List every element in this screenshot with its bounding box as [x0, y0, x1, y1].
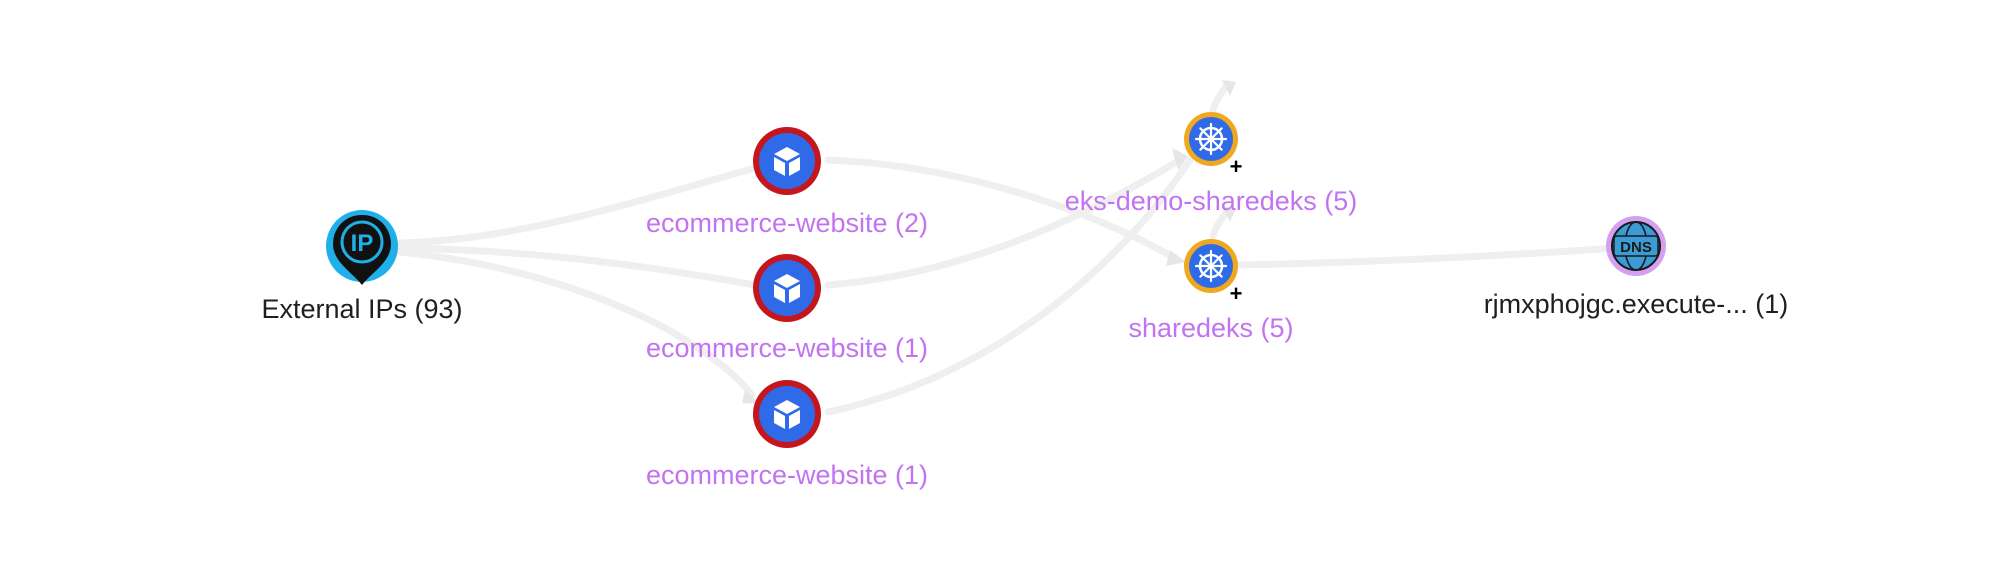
node-ecommerce-website-2[interactable]: ecommerce-website (1) — [646, 254, 928, 363]
node-label: External IPs (93) — [261, 294, 462, 324]
edge-external-ips-to-ecommerce-2 — [396, 244, 759, 289]
node-label[interactable]: ecommerce-website (1) — [646, 333, 928, 363]
node-label: rjmxphojgc.execute-... (1) — [1484, 289, 1789, 319]
edge-external-ips-to-ecommerce-1 — [396, 164, 759, 247]
node-label[interactable]: ecommerce-website (2) — [646, 208, 928, 238]
cube-icon — [753, 127, 821, 195]
arrowhead — [1222, 206, 1236, 222]
node-sharedeks[interactable]: + sharedeks (5) — [1128, 239, 1294, 343]
edge-external-ips-to-ecommerce-3 — [396, 248, 756, 399]
edge-ecommerce-2-to-eks-demo — [824, 156, 1184, 289]
ip-icon-text: IP — [351, 230, 374, 257]
node-ecommerce-website-1[interactable]: ecommerce-website (2) — [646, 127, 928, 238]
node-ecommerce-website-3[interactable]: ecommerce-website (1) — [646, 380, 928, 490]
dns-icon-text: DNS — [1620, 239, 1652, 256]
node-external-ips[interactable]: IP External IPs (93) — [261, 210, 463, 324]
node-label[interactable]: eks-demo-sharedeks (5) — [1065, 186, 1358, 216]
arrowhead — [742, 390, 760, 404]
node-label[interactable]: sharedeks (5) — [1128, 313, 1293, 343]
cube-icon — [753, 254, 821, 322]
kubernetes-helm-icon — [1184, 112, 1238, 166]
expand-badge-icon[interactable]: + — [1230, 154, 1243, 179]
node-dns-rjmxphojgc[interactable]: DNS rjmxphojgc.execute-... (1) — [1484, 216, 1789, 319]
edges — [396, 80, 1628, 416]
kubernetes-helm-icon — [1184, 239, 1238, 293]
node-eks-demo-sharedeks[interactable]: + eks-demo-sharedeks (5) — [1065, 112, 1358, 216]
arrowhead — [1172, 148, 1188, 170]
expand-badge-icon[interactable]: + — [1230, 281, 1243, 306]
arrowhead — [1222, 80, 1236, 96]
cube-icon — [753, 380, 821, 448]
edge-eks-demo-upward — [1209, 80, 1232, 114]
edge-ecommerce-1-to-sharedeks — [824, 156, 1179, 262]
arrowhead — [1166, 250, 1186, 266]
edge-sharedeks-to-dns — [1234, 244, 1619, 269]
edge-ecommerce-3-to-eks-demo — [824, 156, 1194, 416]
ip-pin-icon: IP — [326, 210, 398, 285]
node-label[interactable]: ecommerce-website (1) — [646, 460, 928, 490]
dns-globe-icon: DNS — [1606, 216, 1666, 276]
